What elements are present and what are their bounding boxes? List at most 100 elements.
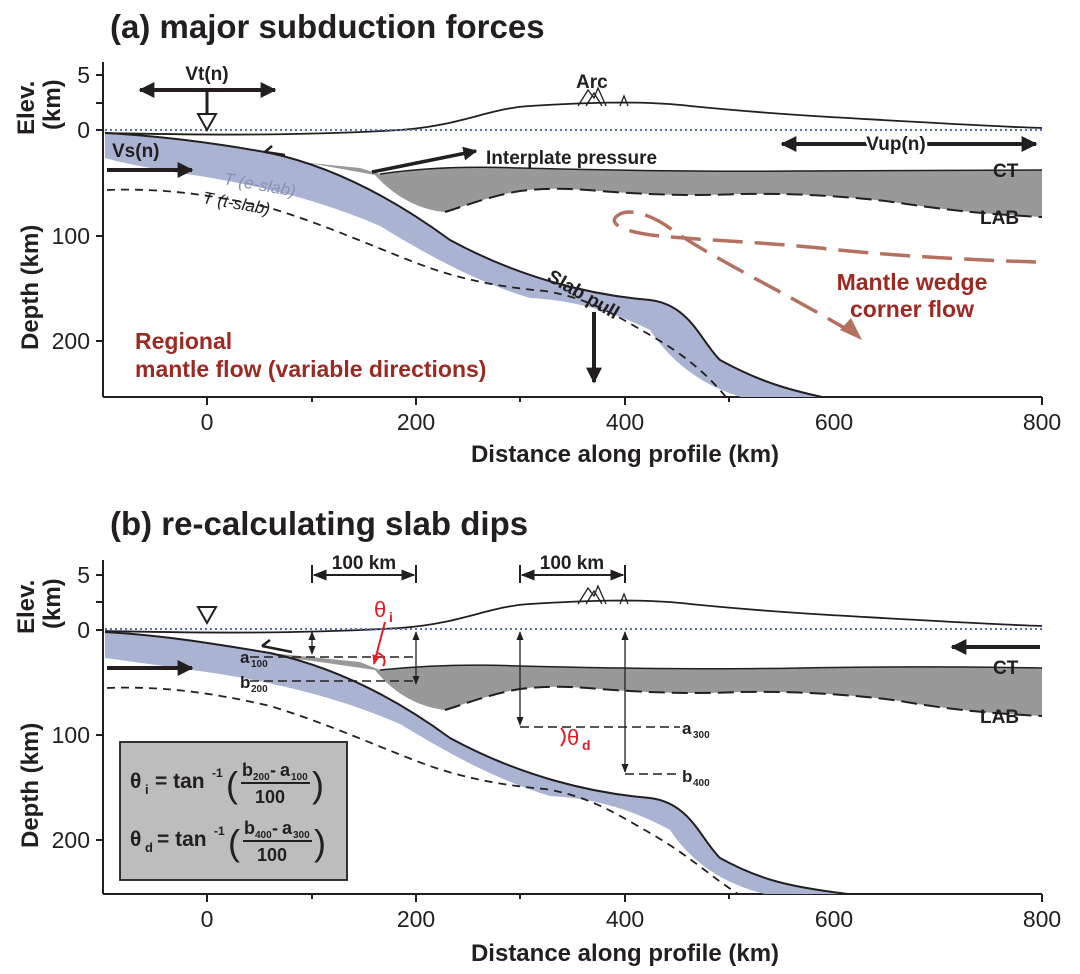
svg-text:200: 200 — [251, 684, 268, 695]
depth-tick: 100 — [52, 722, 90, 748]
panel-a: (a) major subduction forces 0 200 400 60… — [13, 8, 1061, 468]
ct-label: CT — [993, 658, 1019, 679]
elev-tick: 0 — [77, 617, 90, 643]
svg-text:b: b — [682, 767, 692, 786]
x-axis-label: Distance along profile (km) — [471, 940, 779, 967]
vt-label: Vt(n) — [185, 64, 228, 85]
elev-tick: 5 — [77, 62, 90, 88]
overriding-plate — [105, 133, 1043, 218]
depth-tick: 200 — [52, 827, 90, 853]
svg-text:(: ( — [228, 822, 240, 863]
svg-text:100: 100 — [251, 659, 268, 670]
x-tick: 200 — [397, 409, 435, 435]
elev-axis-label: Elev. — [13, 81, 40, 135]
svg-text:100: 100 — [291, 772, 308, 783]
scale-label-2: 100 km — [540, 553, 604, 574]
svg-text:θ: θ — [567, 725, 579, 750]
svg-text:d: d — [582, 737, 591, 753]
interplate-small-arrow — [261, 639, 293, 654]
svg-text:= tan: = tan — [157, 828, 207, 851]
panel-b-axes — [96, 560, 1043, 902]
svg-text:a: a — [282, 818, 293, 838]
svg-text:): ) — [312, 764, 324, 805]
svg-text:a: a — [280, 760, 291, 780]
svg-text:b: b — [244, 818, 255, 838]
elev-axis-unit: (km) — [39, 578, 66, 629]
regional-label-2: mantle flow (variable directions) — [135, 356, 486, 382]
svg-text:): ) — [314, 822, 326, 863]
corner-flow-arrowhead — [840, 318, 862, 340]
svg-text:400: 400 — [255, 830, 272, 841]
x-axis-label: Distance along profile (km) — [471, 441, 779, 468]
svg-text:θ: θ — [130, 828, 141, 851]
formula-theta-d: θ d = tan -1 ( b 400 - a 300 100 ) — [130, 818, 326, 865]
regional-label-1: Regional — [135, 328, 232, 354]
x-tick: 400 — [606, 906, 644, 932]
panel-a-axes — [96, 62, 1043, 405]
subducting-slab — [104, 631, 849, 895]
wedge-label-1: Mantle wedge — [837, 269, 988, 295]
svg-text:d: d — [145, 840, 153, 855]
formula-theta-i: θ i = tan -1 ( b 200 - a 100 100 ) — [130, 760, 324, 807]
svg-text:i: i — [389, 609, 393, 625]
svg-text:-1: -1 — [214, 824, 225, 838]
label-a100: a 100 — [240, 648, 268, 670]
elev-axis-unit: (km) — [39, 79, 66, 130]
svg-text:(: ( — [226, 764, 238, 805]
depth-axis-label: Depth (km) — [17, 225, 44, 350]
svg-text:100: 100 — [257, 845, 287, 865]
x-tick: 200 — [397, 906, 435, 932]
svg-text:300: 300 — [693, 730, 710, 741]
depth-axis-label: Depth (km) — [17, 723, 44, 848]
svg-text:-1: -1 — [212, 766, 223, 780]
theta-d-label: θ d — [560, 725, 591, 753]
topography — [104, 86, 1043, 136]
x-tick: 800 — [1023, 906, 1061, 932]
panel-a-title: (a) major subduction forces — [110, 8, 545, 45]
label-b400: b 400 — [682, 767, 710, 789]
elev-tick: 0 — [77, 117, 90, 143]
x-tick: 0 — [201, 906, 214, 932]
x-tick: 800 — [1023, 409, 1061, 435]
wedge-label-2: corner flow — [850, 296, 974, 322]
vup-label: Vup(n) — [866, 134, 925, 155]
formula-box: θ i = tan -1 ( b 200 - a 100 100 ) θ d =… — [119, 741, 348, 881]
lab-label: LAB — [980, 707, 1019, 728]
elev-tick: 5 — [77, 562, 90, 588]
svg-text:200: 200 — [253, 772, 270, 783]
depth-tick: 100 — [52, 223, 90, 249]
panel-b: (b) re-calculating slab dips 0 200 400 6… — [13, 505, 1061, 967]
vs-label: Vs(n) — [112, 141, 160, 162]
corner-flow-arrow — [612, 210, 1037, 336]
vt-arrow — [138, 82, 277, 133]
svg-text:300: 300 — [293, 830, 310, 841]
topography — [104, 584, 1043, 634]
x-tick: 0 — [201, 409, 214, 435]
svg-text:b: b — [242, 760, 253, 780]
interplate-arrows — [264, 145, 478, 174]
elev-axis-label: Elev. — [13, 580, 40, 634]
interplate-label: Interplate pressure — [486, 148, 657, 169]
x-tick: 400 — [606, 409, 644, 435]
svg-text:θ: θ — [130, 770, 141, 793]
svg-text:θ: θ — [374, 597, 386, 622]
depth-tick: 200 — [52, 328, 90, 354]
panel-b-title: (b) re-calculating slab dips — [110, 505, 528, 542]
x-tick: 600 — [815, 409, 853, 435]
ct-label: CT — [993, 161, 1019, 182]
svg-text:= tan: = tan — [155, 770, 205, 793]
svg-text:100: 100 — [255, 787, 285, 807]
svg-text:i: i — [145, 782, 149, 797]
svg-text:b: b — [240, 673, 250, 692]
arc-label: Arc — [576, 72, 608, 93]
subducting-slab — [104, 132, 823, 398]
svg-text:-: - — [270, 760, 276, 780]
x-tick: 600 — [815, 906, 853, 932]
svg-text:a: a — [682, 719, 692, 738]
svg-text:400: 400 — [693, 778, 710, 789]
svg-text:a: a — [240, 648, 250, 667]
svg-text:-: - — [272, 818, 278, 838]
label-b200: b 200 — [240, 673, 268, 695]
label-a300: a 300 — [682, 719, 710, 741]
scale-label-1: 100 km — [332, 553, 396, 574]
